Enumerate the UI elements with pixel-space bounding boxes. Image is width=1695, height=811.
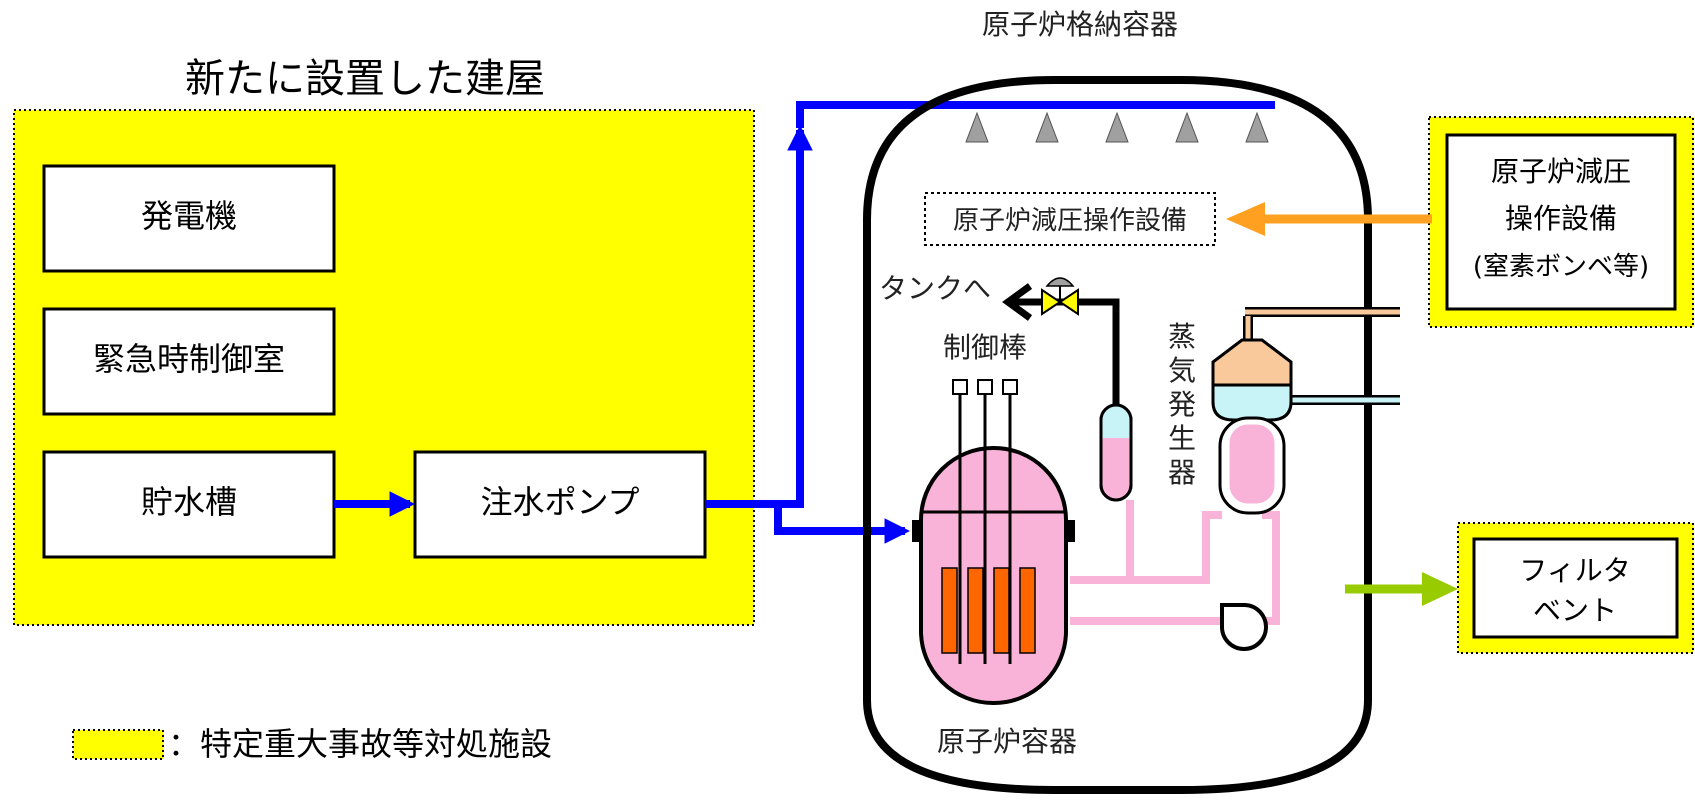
legend-swatch: [72, 729, 164, 760]
filter-vent-arrowhead: [1422, 572, 1458, 606]
control-rod-drive: [977, 379, 993, 395]
fuel-assembly: [941, 567, 958, 654]
steam-generator-char: 器: [1168, 456, 1196, 489]
nitrogen-arrowhead: [1226, 202, 1265, 236]
control-rod-drive: [1002, 379, 1018, 395]
spray-nozzle-icon: [1175, 111, 1199, 143]
emergency-control-room-box: [42, 307, 336, 416]
steam-generator-label: 蒸 気 発 生 器: [1168, 320, 1196, 489]
coolant-pump-icon: [1220, 603, 1268, 651]
legend-text: ：特定重大事故等対処施設: [168, 725, 552, 763]
steam-generator-char: 生: [1168, 422, 1196, 455]
spray-nozzle-icon: [1035, 111, 1059, 143]
fuel-assembly: [967, 567, 984, 654]
pressurizer: [1099, 403, 1133, 502]
to-tank-label: タンクへ: [879, 272, 991, 305]
depressurization-outside-box: [1445, 133, 1677, 311]
depressurization-inside-label: 原子炉減圧操作設備: [953, 206, 1187, 236]
depressurization-outside-line1: 原子炉減圧: [1491, 155, 1631, 188]
water-tank-label: 貯水槽: [141, 483, 237, 521]
generator-label: 発電機: [141, 197, 237, 235]
filter-vent-box: [1472, 537, 1679, 639]
depressurization-inside-box: [924, 192, 1216, 246]
injection-pump-label: 注水ポンプ: [480, 483, 639, 521]
water-tank-box: [42, 450, 336, 559]
filter-vent-line2: ベント: [1533, 594, 1617, 627]
depressurization-outside-line2: 操作設備: [1505, 202, 1617, 235]
steam-generator-char: 発: [1168, 388, 1196, 421]
relief-valve-icon: [1041, 277, 1079, 316]
steam-generator-char: 気: [1168, 354, 1196, 387]
coolant-piping: [1070, 500, 1280, 625]
fuel-assembly: [993, 567, 1010, 654]
tank-arrowhead: [1002, 283, 1033, 321]
pump-to-spray-line: [705, 124, 813, 508]
new-building-title: 新たに設置した建屋: [185, 56, 545, 102]
pump-to-reactor-line: [774, 504, 911, 544]
spray-nozzle-icon: [965, 111, 989, 143]
spray-nozzle-icon: [1105, 111, 1129, 143]
control-rods: [952, 379, 1018, 664]
steam-generator: [1211, 306, 1400, 515]
containment-vessel: [863, 76, 1372, 794]
relief-line: [1020, 298, 1120, 405]
spray-nozzles: [965, 111, 1269, 143]
containment-title: 原子炉格納容器: [982, 8, 1178, 41]
generator-box: [42, 164, 336, 273]
spray-nozzle-icon: [1245, 111, 1269, 143]
reactor-vessel-label: 原子炉容器: [937, 725, 1077, 758]
control-rod-drive: [952, 379, 968, 395]
control-rods-label: 制御棒: [943, 331, 1027, 364]
emergency-control-room-label: 緊急時制御室: [93, 340, 285, 378]
depressurization-outside-line3: (窒素ボンベ等): [1473, 252, 1649, 282]
fuel-assembly: [1019, 567, 1036, 654]
filter-vent-line1: フィルタ: [1519, 554, 1630, 587]
fuel-assemblies: [941, 567, 1036, 654]
steam-generator-char: 蒸: [1168, 320, 1196, 353]
